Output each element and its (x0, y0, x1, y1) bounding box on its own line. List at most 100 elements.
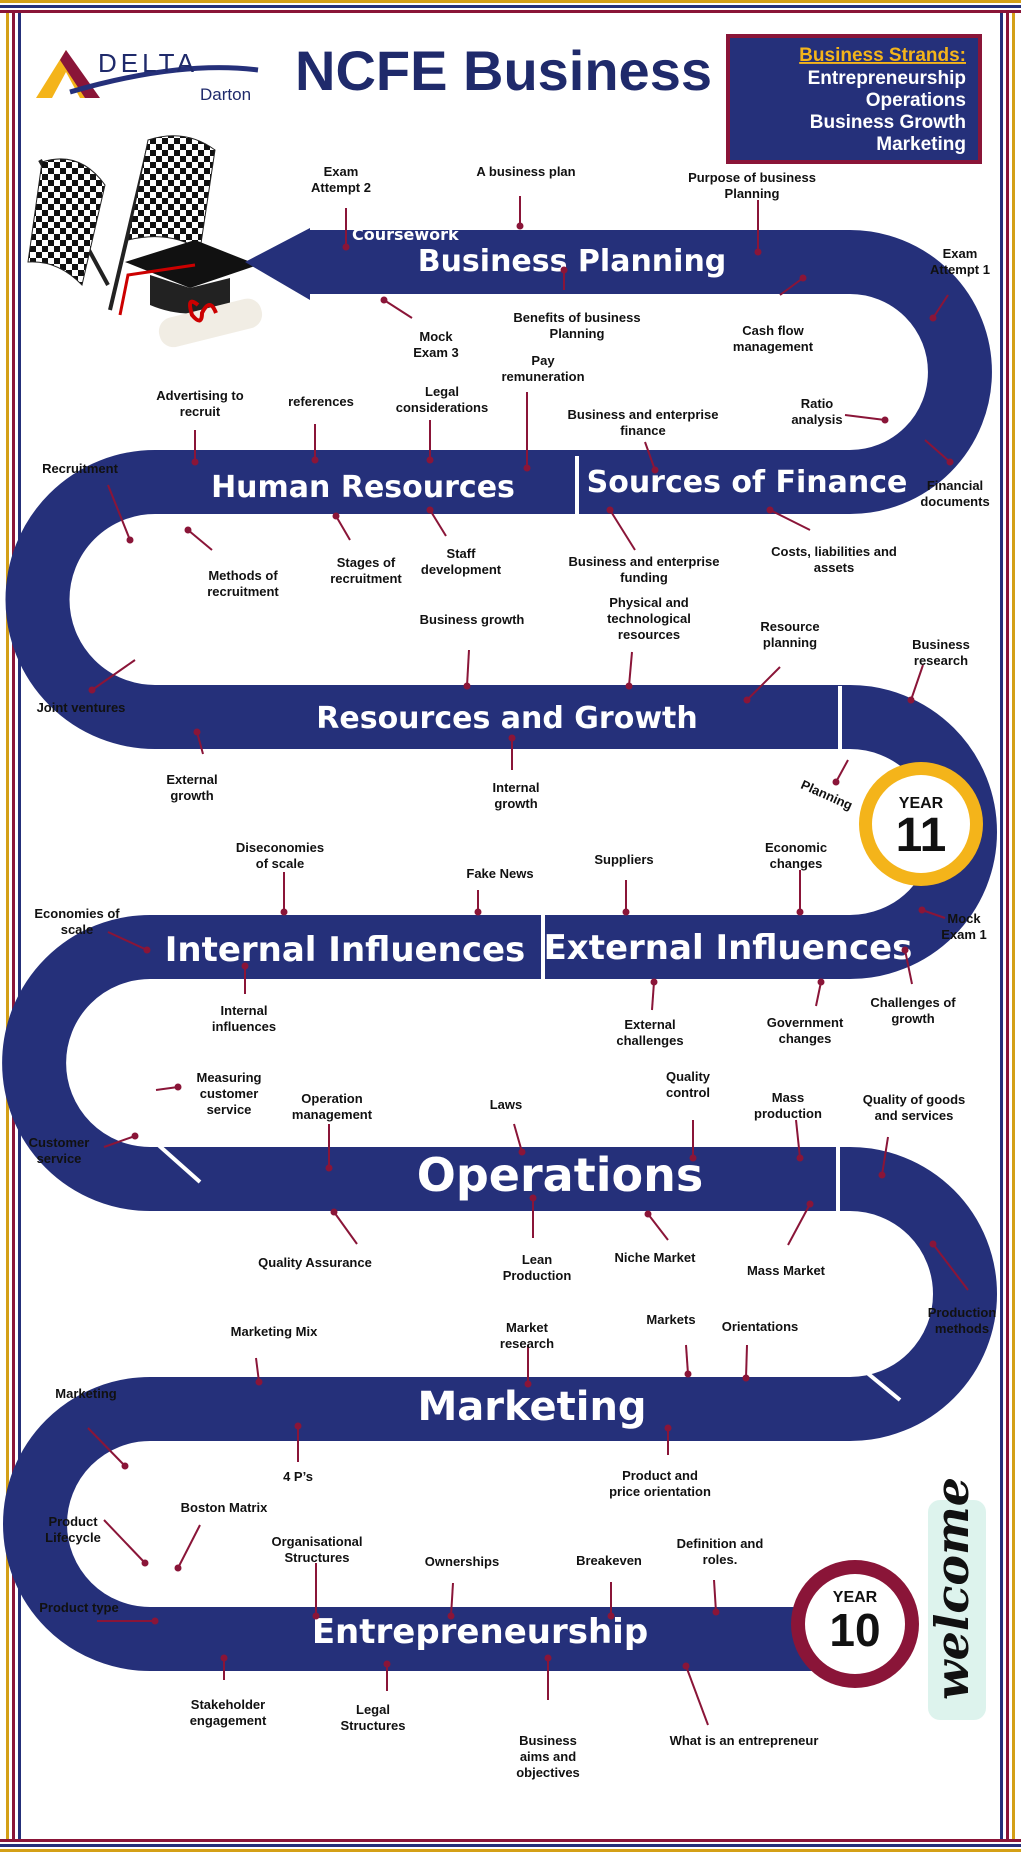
connector-line (921, 909, 946, 919)
connector-dot (664, 1424, 672, 1432)
topic-label-line: Product type (39, 1600, 118, 1615)
connector-line (87, 1427, 126, 1467)
year-10-badge: YEAR 10 (791, 1560, 919, 1688)
connector-line (881, 1136, 889, 1176)
connector-dot (796, 1154, 804, 1162)
topic-label-line: Cash flow (742, 323, 804, 338)
topic-label-line: Economies of (34, 906, 120, 921)
topic-label-text: Suppliers (594, 852, 653, 867)
connector-dot (625, 682, 633, 690)
connector-line (187, 529, 213, 551)
connector-dot (380, 296, 388, 304)
topic-label-line: Operation (301, 1091, 362, 1106)
connector-line (103, 1135, 136, 1148)
segment-marketing: Marketing (417, 1384, 646, 1430)
connector-line (450, 1582, 454, 1617)
connector-line (177, 1524, 201, 1569)
topic-label-line: control (666, 1085, 710, 1100)
topic-label-line: service (207, 1102, 252, 1117)
strand-item: Entrepreneurship (808, 68, 966, 89)
topic-label: Product type (39, 1600, 159, 1625)
topic-label-text: Joint ventures (37, 700, 126, 715)
segment-business-planning: Business Planning (418, 244, 727, 279)
connector-line (335, 515, 351, 541)
topic-label-line: What is an entrepreneur (670, 1733, 819, 1748)
connector-line (628, 651, 633, 687)
connector-line (429, 509, 447, 537)
topic-label-line: customer (200, 1086, 259, 1101)
topic-label-line: management (733, 339, 814, 354)
topic-label-line: remuneration (501, 369, 584, 384)
connector-line (685, 1344, 689, 1375)
topic-label-line: engagement (190, 1713, 267, 1728)
connector-dot (544, 1654, 552, 1662)
topic-label-line: Exam 1 (941, 927, 987, 942)
connector-dot (907, 696, 915, 704)
topic-label: Planning (799, 759, 855, 813)
connector-dot (607, 1612, 615, 1620)
topic-label: Ownerships (425, 1554, 499, 1620)
connector-dot (650, 978, 658, 986)
connector-dot (622, 908, 630, 916)
topic-label-line: Mass (772, 1090, 805, 1105)
topic-label-line: recruit (180, 404, 221, 419)
topic-label-line: recruitment (207, 584, 279, 599)
topic-label-line: assets (814, 560, 854, 575)
connector-line (196, 731, 204, 755)
connector-line (904, 949, 913, 985)
checkered-flags-icon (27, 135, 216, 311)
topic-label-line: scale (61, 922, 94, 937)
topic-label-text: Markets (646, 1312, 695, 1327)
topic-label-line: Government (767, 1015, 844, 1030)
connector-dot (918, 906, 926, 914)
topic-label-line: Benefits of business (513, 310, 640, 325)
topic-label-line: Attempt 1 (930, 262, 990, 277)
topic-label-text: Breakeven (576, 1553, 642, 1568)
connector-dot (684, 1370, 692, 1378)
topic-label: 4 P’s (283, 1422, 313, 1484)
topic-label-line: documents (920, 494, 989, 509)
topic-label-line: Production (503, 1268, 572, 1283)
topic-label: Breakeven (576, 1553, 642, 1620)
connector-dot (174, 1083, 182, 1091)
topic-label-line: Planning (550, 326, 605, 341)
topic-label-line: Quality (666, 1069, 711, 1084)
topic-label-line: funding (620, 570, 668, 585)
connector-line (795, 1119, 801, 1159)
topic-label-line: resources (618, 627, 680, 642)
connector-dot (126, 536, 134, 544)
strand-item: Marketing (876, 134, 966, 155)
topic-label: references (288, 394, 354, 464)
welcome-graphic: welcome (925, 1477, 986, 1720)
topic-label-line: research (914, 653, 968, 668)
business-strands-box: Business Strands: Entrepreneurship Opera… (726, 34, 982, 164)
graduation-cap-icon (118, 240, 263, 348)
connector-line (779, 277, 804, 296)
connector-dot (330, 1208, 338, 1216)
